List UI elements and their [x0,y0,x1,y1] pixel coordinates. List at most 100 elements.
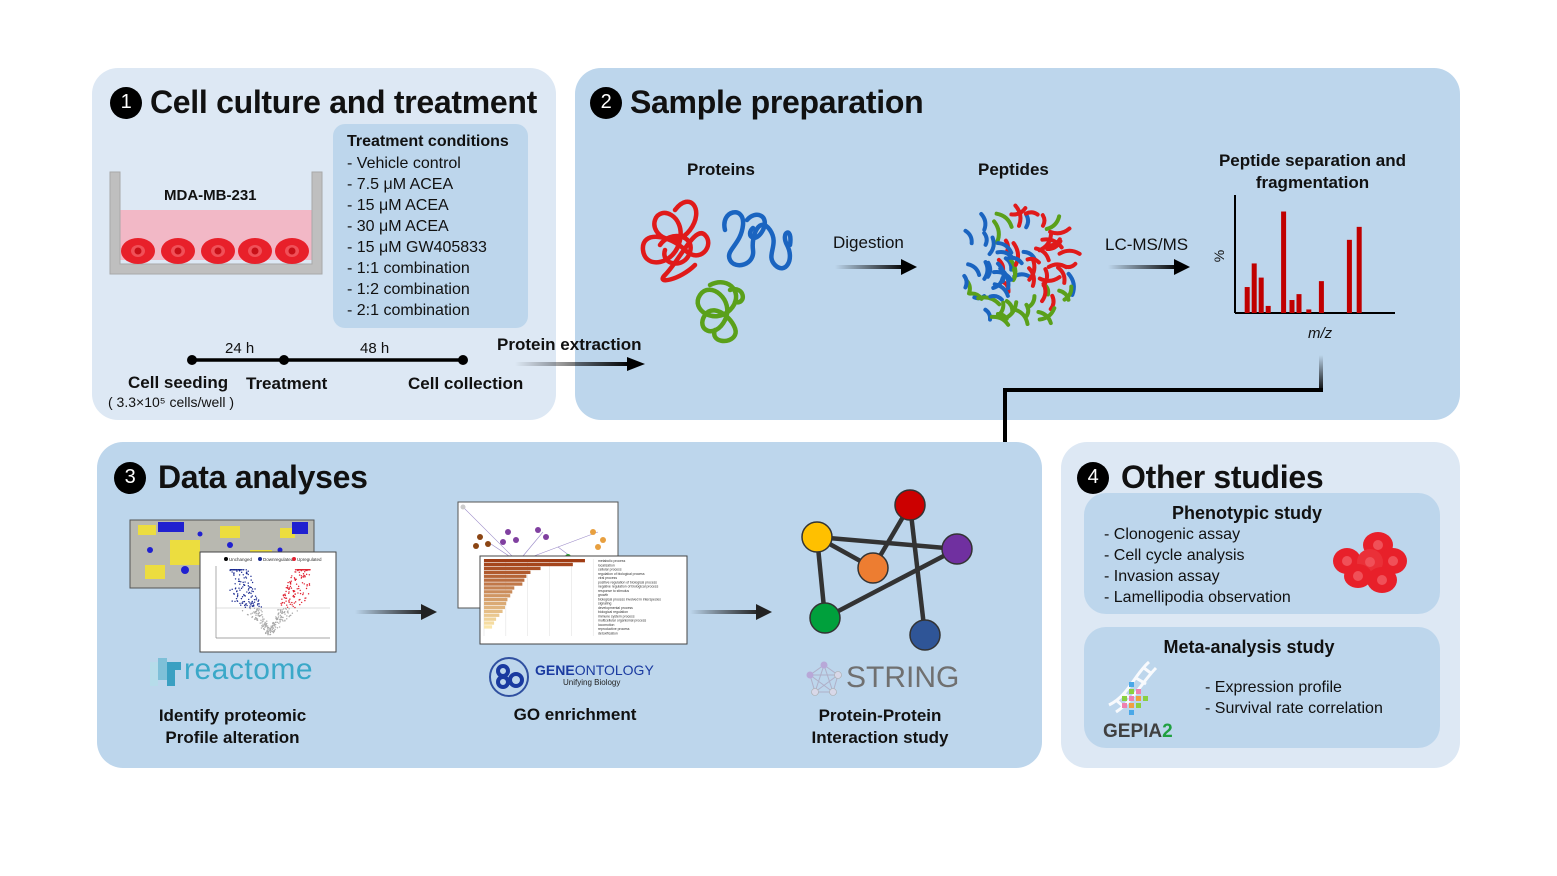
cell-line-label: MDA-MB-231 [164,187,257,204]
mass-spectrum-chart [1234,195,1395,314]
volcano-point [271,628,274,630]
volcano-point [276,627,279,629]
go-bar [484,574,527,578]
volcano-point [254,595,257,597]
timeline-interval-48h: 48 h [360,340,390,357]
volcano-point [239,602,241,605]
proteins-label: Proteins [687,160,756,179]
go-bar [484,621,495,625]
volcano-point [281,619,284,621]
volcano-point [294,571,296,573]
volcano-point [251,612,254,614]
volcano-point [287,587,289,590]
peptide-fragment [1037,306,1057,322]
volcano-point [262,628,265,630]
timeline [187,355,468,365]
volcano-point [239,589,241,591]
volcano-point [292,594,295,597]
gepia-version: 2 [1162,721,1173,742]
peptide-fragment [994,211,1014,229]
protein-green-icon [695,280,745,344]
volcano-point [298,571,301,573]
ppi-node-yellow [801,521,833,553]
volcano-point [251,605,253,607]
volcano-point [259,622,261,624]
volcano-point [276,618,278,621]
peptide-fragment [987,235,996,257]
volcano-point [256,608,258,611]
volcano-point [304,599,306,602]
volcano-point [282,620,284,622]
volcano-point [295,583,298,585]
peptide-fragment [995,300,1006,318]
volcano-point [258,615,261,618]
protein-extraction-arrow [515,357,645,371]
volcano-point [272,631,274,633]
volcano-point [258,608,260,611]
go-term-label: regulation of biological process [598,572,645,576]
peptide-fragment [1023,210,1040,217]
volcano-point [236,570,238,572]
peptide-fragment [1057,288,1071,302]
peptide-fragment [985,260,993,279]
go-bar [484,605,505,610]
volcano-point [257,610,260,612]
string-logo-text: STRING [846,661,960,694]
volcano-point [250,575,252,578]
go-term-label: reproductive process [598,627,630,631]
volcano-point [256,604,259,606]
volcano-point [279,614,282,617]
cell-icon [238,238,272,264]
volcano-point [278,626,281,628]
volcano-legend-label: Upregulated [297,557,322,562]
volcano-point [280,616,282,618]
volcano-point [265,631,267,634]
treatment-conditions-list: Vehicle control 7.5 μM ACEA 15 μM ACEA 3… [347,153,487,321]
volcano-point [250,596,252,598]
go-bar [484,613,500,617]
proteins-illustration [640,199,793,344]
volcano-point [301,569,304,571]
volcano-point [308,583,311,585]
go-term-label: developmental process [598,606,633,610]
volcano-point [243,594,245,597]
gene-ontology-tagline: Unifying Biology [563,678,621,687]
volcano-point [261,611,263,613]
volcano-point [285,587,288,589]
volcano-point [291,604,293,606]
volcano-point [293,590,295,592]
volcano-point [239,569,242,571]
peptide-fragment [989,314,1011,327]
volcano-point [302,572,305,575]
peptide-fragment [982,260,990,281]
volcano-point [234,588,237,590]
meta-analysis-heading: Meta-analysis study [1163,637,1335,657]
volcano-point [258,607,260,609]
go-term-label: immune system process [598,614,635,618]
cell-icon [121,238,155,264]
peptide-fragment [1033,246,1051,263]
dish-wall [109,171,323,275]
timeline-interval-24h: 24 h [225,340,255,357]
volcano-point [294,578,296,580]
volcano-point [253,598,256,601]
volcano-point [273,625,275,627]
volcano-point [248,598,250,601]
spectrum-peak [1296,294,1302,313]
volcano-point [231,571,233,573]
panel3-title: 3 Data analyses [114,459,368,496]
volcano-point [252,590,254,593]
phenotypic-item: Cell cycle analysis [1104,545,1291,566]
volcano-point [242,601,244,603]
volcano-point [277,616,280,618]
treatment-item: 15 μM GW405833 [347,237,487,258]
peptide-fragment [1012,307,1030,327]
volcano-point [231,600,233,602]
volcano-point [234,578,237,580]
peptide-fragment [1011,267,1018,283]
volcano-point [282,608,285,610]
volcano-point [305,587,308,590]
caption-line: Identify proteomic [158,706,307,725]
